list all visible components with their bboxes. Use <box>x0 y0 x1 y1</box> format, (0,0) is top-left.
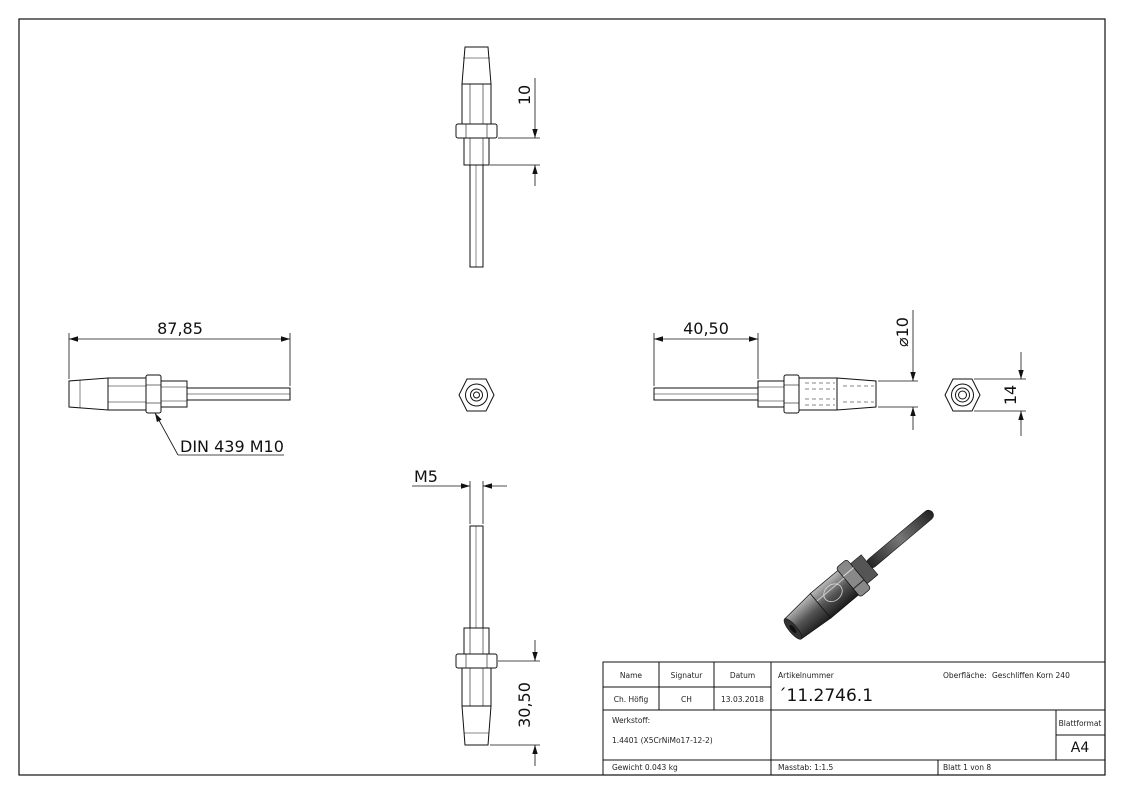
dim-overall-length-label: 87,85 <box>157 319 203 338</box>
tb-name-label: Name <box>620 671 643 680</box>
tb-article-label: Artikelnummer <box>778 671 835 680</box>
title-block <box>602 661 1106 776</box>
tb-format-label: Blattformat <box>1059 719 1102 728</box>
tb-material-label: Werkstoff: <box>612 716 650 725</box>
tb-signature-value: CH <box>681 695 692 704</box>
dim-overall-length <box>68 333 291 386</box>
dim-top-height <box>490 78 540 186</box>
dim-bottom-height-label: 30,50 <box>515 682 534 728</box>
bottom-view <box>455 525 498 746</box>
tb-sheet: Blatt 1 von 8 <box>943 763 991 772</box>
tb-signature-label: Signatur <box>671 671 704 680</box>
callout-nut-leader <box>154 412 284 456</box>
dim-thread-length <box>653 333 759 386</box>
dim-hex-width <box>974 352 1026 436</box>
dim-rod-thread-label: M5 <box>414 467 438 486</box>
top-view <box>455 46 498 268</box>
tb-format-value: A4 <box>1071 740 1090 756</box>
right-end-view <box>944 378 981 412</box>
left-view <box>68 374 291 414</box>
tb-date-value: 13.03.2018 <box>721 695 764 704</box>
tb-article-value: ´11.2746.1 <box>778 686 873 706</box>
tb-surface-label: Oberfläche: <box>943 671 987 680</box>
dim-bottom-height <box>490 640 540 766</box>
dim-diameter-label: ⌀10 <box>893 317 912 347</box>
sheet-frame <box>18 18 1106 776</box>
right-view <box>653 374 877 414</box>
tb-weight: Gewicht 0.043 kg <box>612 763 678 772</box>
dim-diameter <box>878 310 918 430</box>
tb-scale: Masstab: 1:1.5 <box>778 763 834 772</box>
dim-rod-thread <box>412 481 507 524</box>
dim-thread-length-label: 40,50 <box>683 319 729 338</box>
center-end-view <box>458 378 495 412</box>
dim-top-height-label: 10 <box>515 85 534 105</box>
tb-name-value: Ch. Höfig <box>614 695 649 704</box>
tb-date-label: Datum <box>730 671 755 680</box>
isometric-render <box>783 509 934 640</box>
callout-nut-label: DIN 439 M10 <box>180 437 284 456</box>
tb-surface-value: Geschliffen Korn 240 <box>992 671 1070 680</box>
dim-hex-width-label: 14 <box>1001 385 1020 405</box>
tb-material-value: 1.4401 (X5CrNiMo17-12-2) <box>612 736 713 745</box>
